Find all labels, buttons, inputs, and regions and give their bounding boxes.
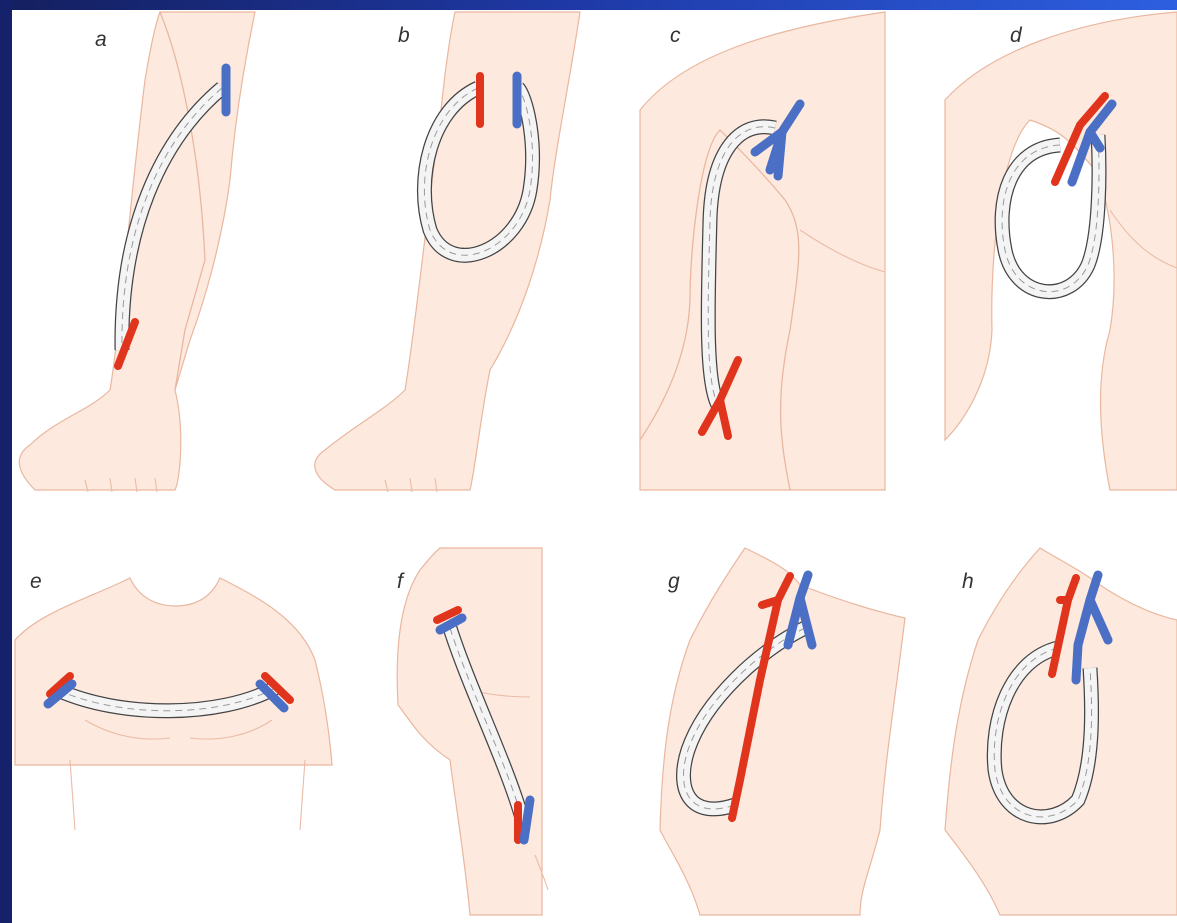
forearm-a: [19, 12, 205, 490]
panel-f: f: [397, 548, 548, 915]
panel-c: c: [640, 12, 885, 490]
label-g: g: [668, 570, 680, 593]
label-f: f: [397, 570, 405, 593]
panel-a: a: [19, 12, 255, 492]
label-e: e: [30, 570, 42, 593]
label-b: b: [398, 24, 410, 47]
label-d: d: [1010, 24, 1023, 47]
label-h: h: [962, 570, 974, 593]
label-a: a: [95, 28, 107, 51]
label-c: c: [670, 24, 681, 47]
panel-d: d: [945, 12, 1177, 490]
panel-b: b: [315, 12, 580, 492]
upper-arm-d: [945, 12, 1177, 490]
panel-h: h: [945, 548, 1177, 915]
panel-g: g: [660, 548, 905, 915]
chest-e: [15, 578, 332, 765]
side-body-f: [397, 548, 542, 915]
panel-e: e: [15, 570, 332, 830]
vein-f-bottom: [524, 800, 530, 840]
